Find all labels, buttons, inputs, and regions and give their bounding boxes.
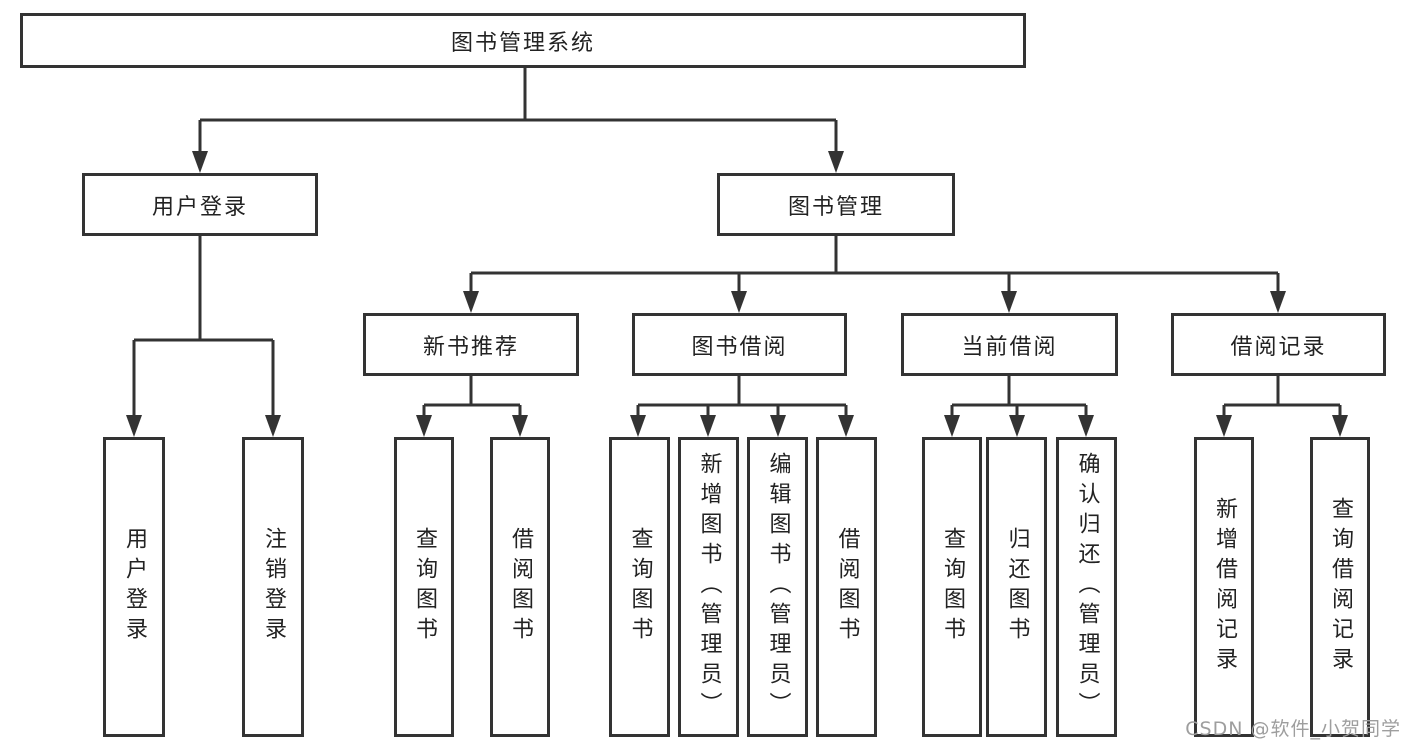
- arrow-down-icon: [770, 415, 786, 437]
- arrow-down-icon: [1009, 415, 1025, 437]
- leaf-records-query-record: 查询借阅记录: [1310, 437, 1370, 737]
- leaf-recommend-query-books: 查询图书: [394, 437, 454, 737]
- node-current-borrow: 当前借阅: [901, 313, 1118, 376]
- leaf-recommend-borrow-books: 借阅图书: [490, 437, 550, 737]
- arrow-down-icon: [1078, 415, 1094, 437]
- arrow-down-icon: [731, 291, 747, 313]
- leaf-user-login: 用户登录: [103, 437, 165, 737]
- arrow-down-icon: [265, 415, 281, 437]
- leaf-borrow-add-books-admin: 新增图书（管理员）: [678, 437, 739, 737]
- leaf-current-return-books: 归还图书: [986, 437, 1047, 737]
- arrowheads: [126, 151, 1348, 437]
- leaf-borrow-edit-books-admin: 编辑图书（管理员）: [747, 437, 808, 737]
- node-book-borrow: 图书借阅: [632, 313, 847, 376]
- arrow-down-icon: [700, 415, 716, 437]
- node-book-management: 图书管理: [717, 173, 955, 236]
- arrow-down-icon: [838, 415, 854, 437]
- node-new-book-recommend: 新书推荐: [363, 313, 579, 376]
- arrow-down-icon: [126, 415, 142, 437]
- leaf-current-query-books: 查询图书: [922, 437, 982, 737]
- arrow-down-icon: [463, 291, 479, 313]
- leaf-logout: 注销登录: [242, 437, 304, 737]
- leaf-current-confirm-return-admin: 确认归还（管理员）: [1056, 437, 1117, 737]
- node-borrow-records: 借阅记录: [1171, 313, 1386, 376]
- leaf-records-add-record: 新增借阅记录: [1194, 437, 1254, 737]
- csdn-watermark: CSDN @软件_小贺同学: [1185, 718, 1401, 740]
- arrow-down-icon: [512, 415, 528, 437]
- arrow-down-icon: [828, 151, 844, 173]
- leaf-borrow-borrow-books: 借阅图书: [816, 437, 877, 737]
- arrow-down-icon: [1332, 415, 1348, 437]
- arrow-down-icon: [192, 151, 208, 173]
- arrow-down-icon: [1001, 291, 1017, 313]
- leaf-borrow-query-books: 查询图书: [609, 437, 670, 737]
- arrow-down-icon: [416, 415, 432, 437]
- arrow-down-icon: [1270, 291, 1286, 313]
- arrow-down-icon: [1216, 415, 1232, 437]
- node-user-login-branch: 用户登录: [82, 173, 318, 236]
- node-root-system: 图书管理系统: [20, 13, 1026, 68]
- arrow-down-icon: [944, 415, 960, 437]
- arrow-down-icon: [630, 415, 646, 437]
